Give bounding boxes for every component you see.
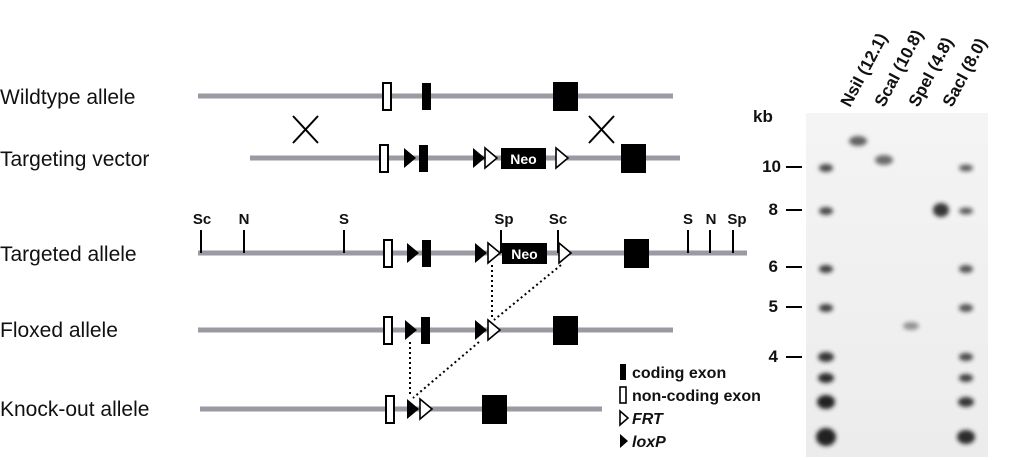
wildtype-allele-label: Wildtype allele xyxy=(0,86,135,109)
ladder-band xyxy=(819,207,833,215)
non-coding-exon xyxy=(382,82,392,111)
site-s-left: S xyxy=(339,211,349,228)
ladder-lane-left xyxy=(816,164,836,446)
legend-non-coding-exon-label: non-coding exon xyxy=(632,388,761,405)
ladder-band xyxy=(957,430,975,444)
site-sp-mid: Sp xyxy=(494,211,513,228)
frt-site xyxy=(555,146,570,170)
ladder-band xyxy=(959,304,973,312)
legend-loxp-label: loxP xyxy=(632,434,666,451)
southern-blot: kb NsiI (12.1) ScaI (10.8) SpeI (4.8) Sa… xyxy=(753,27,991,457)
loxp-site xyxy=(475,243,487,263)
loxp-site xyxy=(405,320,417,340)
neo-cassette xyxy=(502,243,547,264)
size-marker-10: 10 xyxy=(762,157,781,176)
ladder-band xyxy=(959,374,973,382)
ladder-lane-right xyxy=(957,164,975,444)
neo-cassette xyxy=(501,148,546,169)
size-marker-5: 5 xyxy=(769,297,778,316)
frt-site xyxy=(419,397,434,421)
crossover-right-mark xyxy=(588,115,615,144)
loxp-site xyxy=(407,399,419,419)
site-sc-left: Sc xyxy=(193,211,211,228)
non-coding-exon xyxy=(383,316,393,345)
legend-loxp-icon xyxy=(620,434,628,448)
targeted-allele-label: Targeted allele xyxy=(0,243,137,266)
site-n-right: N xyxy=(706,211,717,228)
legend-non-coding-exon-icon xyxy=(619,386,627,404)
coding-exon xyxy=(419,145,428,172)
coding-exon-large xyxy=(482,395,507,424)
targeting-vector: Neo xyxy=(250,144,680,173)
site-sp-right: Sp xyxy=(727,211,746,228)
ladder-band xyxy=(819,304,833,312)
band-nsii xyxy=(849,136,867,146)
coding-exon xyxy=(422,240,431,267)
crossover-left-mark xyxy=(292,115,319,144)
neo-cassette-label: Neo xyxy=(510,151,536,167)
coding-exon-large xyxy=(553,82,578,111)
coding-exon xyxy=(422,83,431,110)
frt-site xyxy=(487,241,502,265)
frt-site xyxy=(484,146,499,170)
knockout-allele xyxy=(200,395,602,424)
targeted-allele: Sc N S Sp Sc S N Sp Neo xyxy=(193,211,747,268)
site-n-left: N xyxy=(239,211,250,228)
loxp-site xyxy=(475,320,487,340)
frt-site xyxy=(487,318,502,342)
site-sc-mid: Sc xyxy=(549,211,567,228)
legend: coding exon non-coding exon FRT loxP xyxy=(619,364,761,451)
coding-exon-large xyxy=(553,316,578,345)
ladder-band xyxy=(817,395,835,409)
ladder-band xyxy=(818,373,834,383)
non-coding-exon xyxy=(379,144,389,173)
legend-frt-icon xyxy=(619,409,630,427)
frt-site xyxy=(558,241,573,265)
loxp-site xyxy=(473,148,485,168)
frt-recombination-line xyxy=(493,264,562,321)
ladder-band xyxy=(959,207,973,215)
ladder-band xyxy=(816,428,836,446)
size-marker-6: 6 xyxy=(769,257,778,276)
ladder-band xyxy=(818,352,834,362)
ladder-band xyxy=(819,164,833,172)
coding-exon-large xyxy=(624,239,649,268)
loxp-site xyxy=(404,148,416,168)
coding-exon xyxy=(421,317,430,344)
band-scai xyxy=(875,155,893,165)
knockout-allele-label: Knock-out allele xyxy=(0,398,149,421)
ladder-band xyxy=(959,265,973,273)
neo-cassette-label: Neo xyxy=(511,246,537,262)
blot-membrane xyxy=(806,113,988,457)
coding-exon-large xyxy=(621,144,646,173)
floxed-allele-label: Floxed allele xyxy=(0,319,118,342)
non-coding-exon xyxy=(383,239,393,268)
size-marker-4: 4 xyxy=(769,347,779,366)
ladder-band xyxy=(958,397,974,407)
legend-coding-exon-icon xyxy=(620,364,626,380)
non-coding-exon xyxy=(385,395,395,424)
floxed-allele xyxy=(198,316,673,345)
ladder-band xyxy=(959,353,973,361)
blot-unit-label: kb xyxy=(753,107,773,126)
loxp-site xyxy=(407,243,419,263)
size-marker-8: 8 xyxy=(769,200,778,219)
targeting-vector-label: Targeting vector xyxy=(0,148,149,171)
legend-frt-label: FRT xyxy=(632,411,664,428)
recombination-lines xyxy=(409,264,562,399)
band-saci xyxy=(933,203,949,217)
legend-coding-exon-label: coding exon xyxy=(632,365,726,382)
ladder-band xyxy=(819,265,833,273)
band-spei xyxy=(903,322,919,330)
site-s-right: S xyxy=(683,211,693,228)
loxp-recombination-line xyxy=(412,341,480,399)
ladder-band xyxy=(959,164,973,172)
wildtype-allele xyxy=(198,82,673,111)
